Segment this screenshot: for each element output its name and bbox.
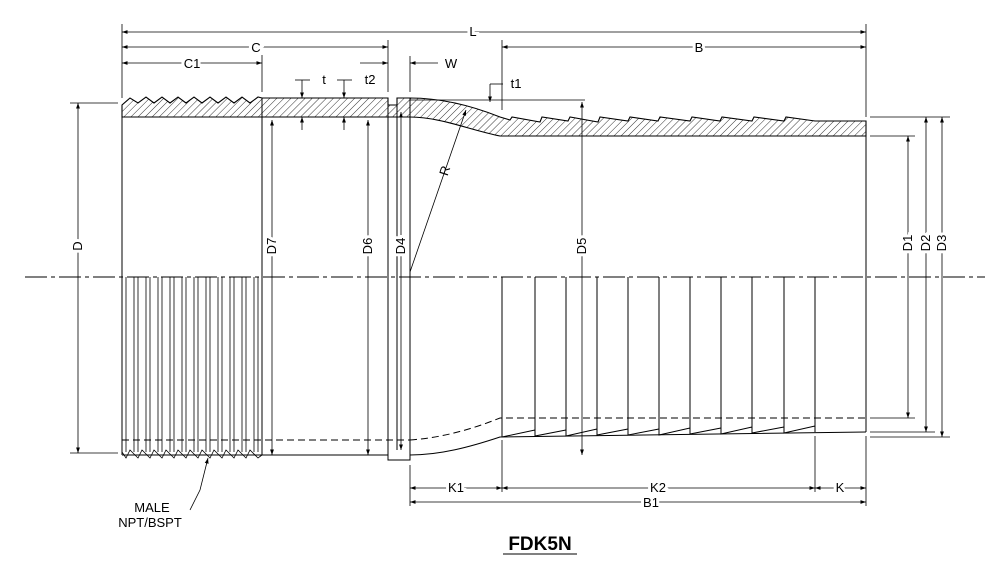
label-D5: D5 bbox=[574, 238, 589, 255]
label-D7: D7 bbox=[264, 238, 279, 255]
label-B: B bbox=[695, 40, 704, 55]
male-thread-ridges bbox=[121, 277, 263, 459]
extension-lines bbox=[70, 24, 950, 506]
label-W: W bbox=[445, 56, 458, 71]
label-R: R bbox=[436, 164, 453, 178]
vertical-dimensions bbox=[76, 79, 944, 511]
upper-wall-hatch bbox=[121, 96, 867, 137]
label-D6: D6 bbox=[360, 238, 375, 255]
wall-section bbox=[121, 96, 867, 137]
label-B1: B1 bbox=[643, 495, 659, 510]
label-D4: D4 bbox=[393, 238, 408, 255]
label-K1: K1 bbox=[448, 480, 464, 495]
label-D2: D2 bbox=[918, 235, 933, 252]
label-t: t bbox=[322, 72, 326, 87]
hose-barb-ridges bbox=[501, 277, 816, 438]
label-K2: K2 bbox=[650, 480, 666, 495]
label-D: D bbox=[70, 241, 85, 250]
label-D3: D3 bbox=[934, 235, 949, 252]
label-L: L bbox=[469, 24, 476, 39]
dimension-labels: L C C1 B W t t2 t1 R D D7 D6 D4 D5 D1 D2… bbox=[67, 21, 952, 530]
label-t2: t2 bbox=[365, 72, 376, 87]
label-C1: C1 bbox=[184, 56, 201, 71]
label-C: C bbox=[251, 40, 260, 55]
label-D1: D1 bbox=[900, 235, 915, 252]
thread-note-line2: NPT/BSPT bbox=[118, 515, 182, 530]
label-t1: t1 bbox=[511, 76, 522, 91]
hidden-lines bbox=[122, 417, 866, 441]
drawing-title: FDK5N bbox=[508, 534, 571, 555]
thread-note-line1: MALE bbox=[134, 500, 170, 515]
label-K: K bbox=[836, 480, 845, 495]
body-outline bbox=[121, 98, 867, 461]
horizontal-dimensions bbox=[122, 30, 866, 504]
